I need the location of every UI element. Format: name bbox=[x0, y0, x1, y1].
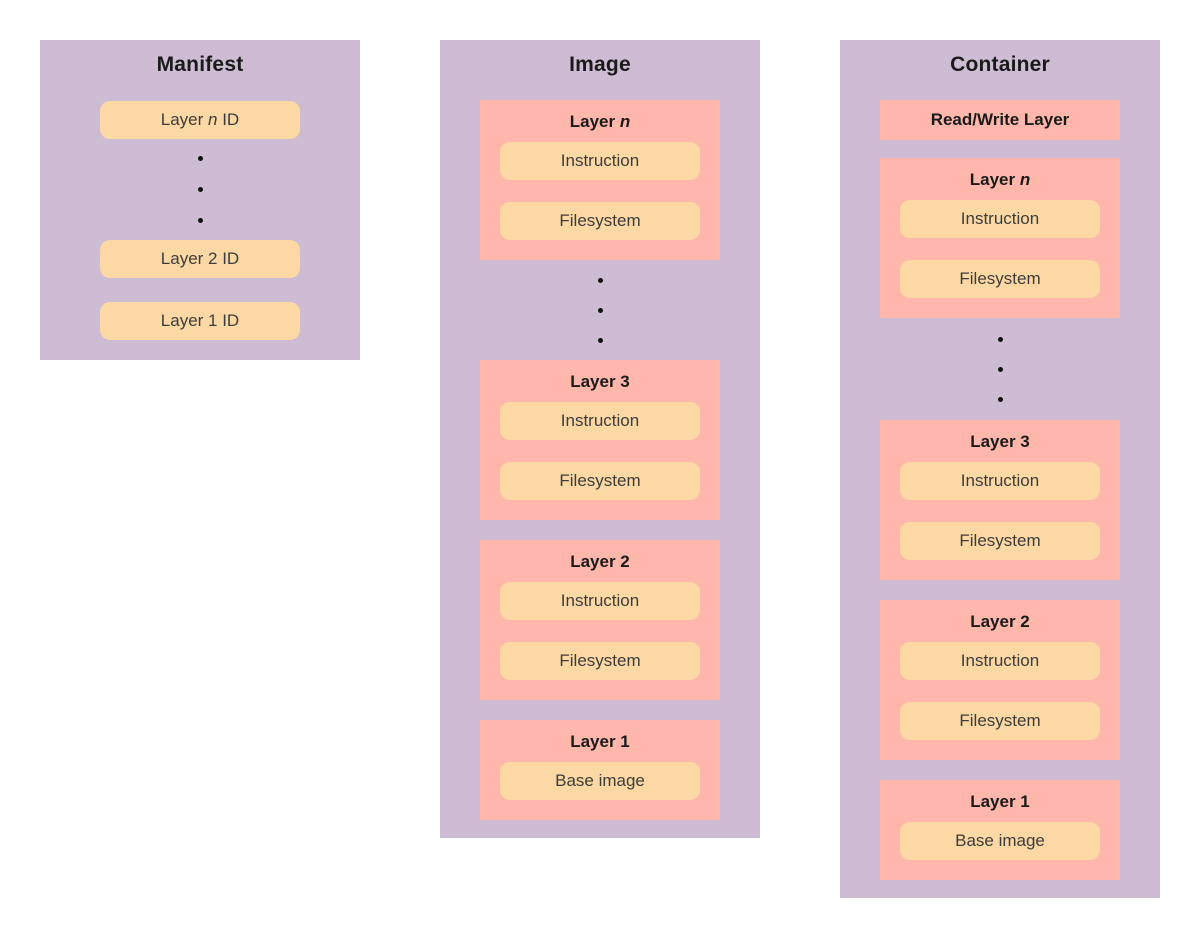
ellipsis-dot bbox=[197, 187, 203, 192]
layer-title-pre: Layer 2 bbox=[570, 552, 630, 571]
filesystem-pill: Filesystem bbox=[500, 642, 700, 680]
instruction-pill: Instruction bbox=[900, 642, 1100, 680]
layer-title: Layer 2 bbox=[480, 549, 720, 575]
layer-title-italic: n bbox=[1019, 170, 1031, 189]
filesystem-pill: Filesystem bbox=[500, 202, 700, 240]
ellipsis-dot bbox=[597, 277, 603, 283]
instruction-pill: Instruction bbox=[900, 462, 1100, 500]
image-layer-n-box: Layer n Instruction Filesystem bbox=[480, 100, 720, 260]
container-ellipsis-dots bbox=[840, 318, 1160, 420]
layer-title: Layer 3 bbox=[880, 429, 1120, 455]
layer-title: Layer n bbox=[880, 167, 1120, 193]
pill-label-pre: Layer bbox=[160, 110, 209, 129]
layer-title-pre: Layer bbox=[969, 170, 1020, 189]
ellipsis-dot bbox=[997, 366, 1003, 372]
container-layer-3-box: Layer 3 Instruction Filesystem bbox=[880, 420, 1120, 580]
manifest-layer-1-id-pill: Layer 1 ID bbox=[100, 302, 300, 340]
pill-label-post: ID bbox=[217, 110, 240, 129]
manifest-ellipsis-dots bbox=[40, 139, 360, 240]
container-layer-n-box: Layer n Instruction Filesystem bbox=[880, 158, 1120, 318]
image-layer-2-box: Layer 2 Instruction Filesystem bbox=[480, 540, 720, 700]
container-layer-2-box: Layer 2 Instruction Filesystem bbox=[880, 600, 1120, 760]
manifest-panel: Manifest Layer n ID Layer 2 ID Layer 1 I… bbox=[40, 40, 360, 360]
pill-label-pre: Layer 1 ID bbox=[160, 311, 240, 330]
container-panel: Container Read/Write Layer Layer n Instr… bbox=[840, 40, 1160, 898]
instruction-pill: Instruction bbox=[900, 200, 1100, 238]
instruction-pill: Instruction bbox=[500, 142, 700, 180]
layer-title: Layer 2 bbox=[880, 609, 1120, 635]
base-image-pill: Base image bbox=[500, 762, 700, 800]
filesystem-pill: Filesystem bbox=[900, 522, 1100, 560]
ellipsis-dot bbox=[597, 307, 603, 313]
ellipsis-dot bbox=[997, 396, 1003, 402]
container-layer-1-box: Layer 1 Base image bbox=[880, 780, 1120, 880]
filesystem-pill: Filesystem bbox=[500, 462, 700, 500]
pill-label-pre: Layer 2 ID bbox=[160, 249, 240, 268]
instruction-pill: Instruction bbox=[500, 582, 700, 620]
layer-title: Layer 3 bbox=[480, 369, 720, 395]
image-ellipsis-dots bbox=[440, 260, 760, 360]
image-panel: Image Layer n Instruction Filesystem Lay… bbox=[440, 40, 760, 838]
image-layer-1-box: Layer 1 Base image bbox=[480, 720, 720, 820]
layer-title: Layer 1 bbox=[880, 789, 1120, 815]
container-panel-title: Container bbox=[950, 53, 1050, 76]
layer-title-pre: Layer bbox=[569, 112, 620, 131]
filesystem-pill: Filesystem bbox=[900, 260, 1100, 298]
layer-title-pre: Layer 3 bbox=[570, 372, 630, 391]
manifest-layer-2-id-pill: Layer 2 ID bbox=[100, 240, 300, 278]
filesystem-pill: Filesystem bbox=[900, 702, 1100, 740]
layer-title: Layer n bbox=[480, 109, 720, 135]
base-image-pill: Base image bbox=[900, 822, 1100, 860]
layer-title-pre: Layer 1 bbox=[970, 792, 1030, 811]
layer-title-pre: Layer 2 bbox=[970, 612, 1030, 631]
pill-label-italic: n bbox=[208, 110, 218, 129]
image-layer-3-box: Layer 3 Instruction Filesystem bbox=[480, 360, 720, 520]
ellipsis-dot bbox=[197, 218, 203, 223]
read-write-layer-box: Read/Write Layer bbox=[880, 100, 1120, 140]
image-panel-title: Image bbox=[569, 53, 631, 76]
ellipsis-dot bbox=[197, 156, 203, 161]
layer-title-italic: n bbox=[619, 112, 631, 131]
instruction-pill: Instruction bbox=[500, 402, 700, 440]
ellipsis-dot bbox=[597, 337, 603, 343]
layer-title: Layer 1 bbox=[480, 729, 720, 755]
manifest-panel-title: Manifest bbox=[156, 53, 244, 76]
ellipsis-dot bbox=[997, 336, 1003, 342]
layer-title-pre: Layer 1 bbox=[570, 732, 630, 751]
layer-title-pre: Layer 3 bbox=[970, 432, 1030, 451]
manifest-layer-n-id-pill: Layer n ID bbox=[100, 101, 300, 139]
